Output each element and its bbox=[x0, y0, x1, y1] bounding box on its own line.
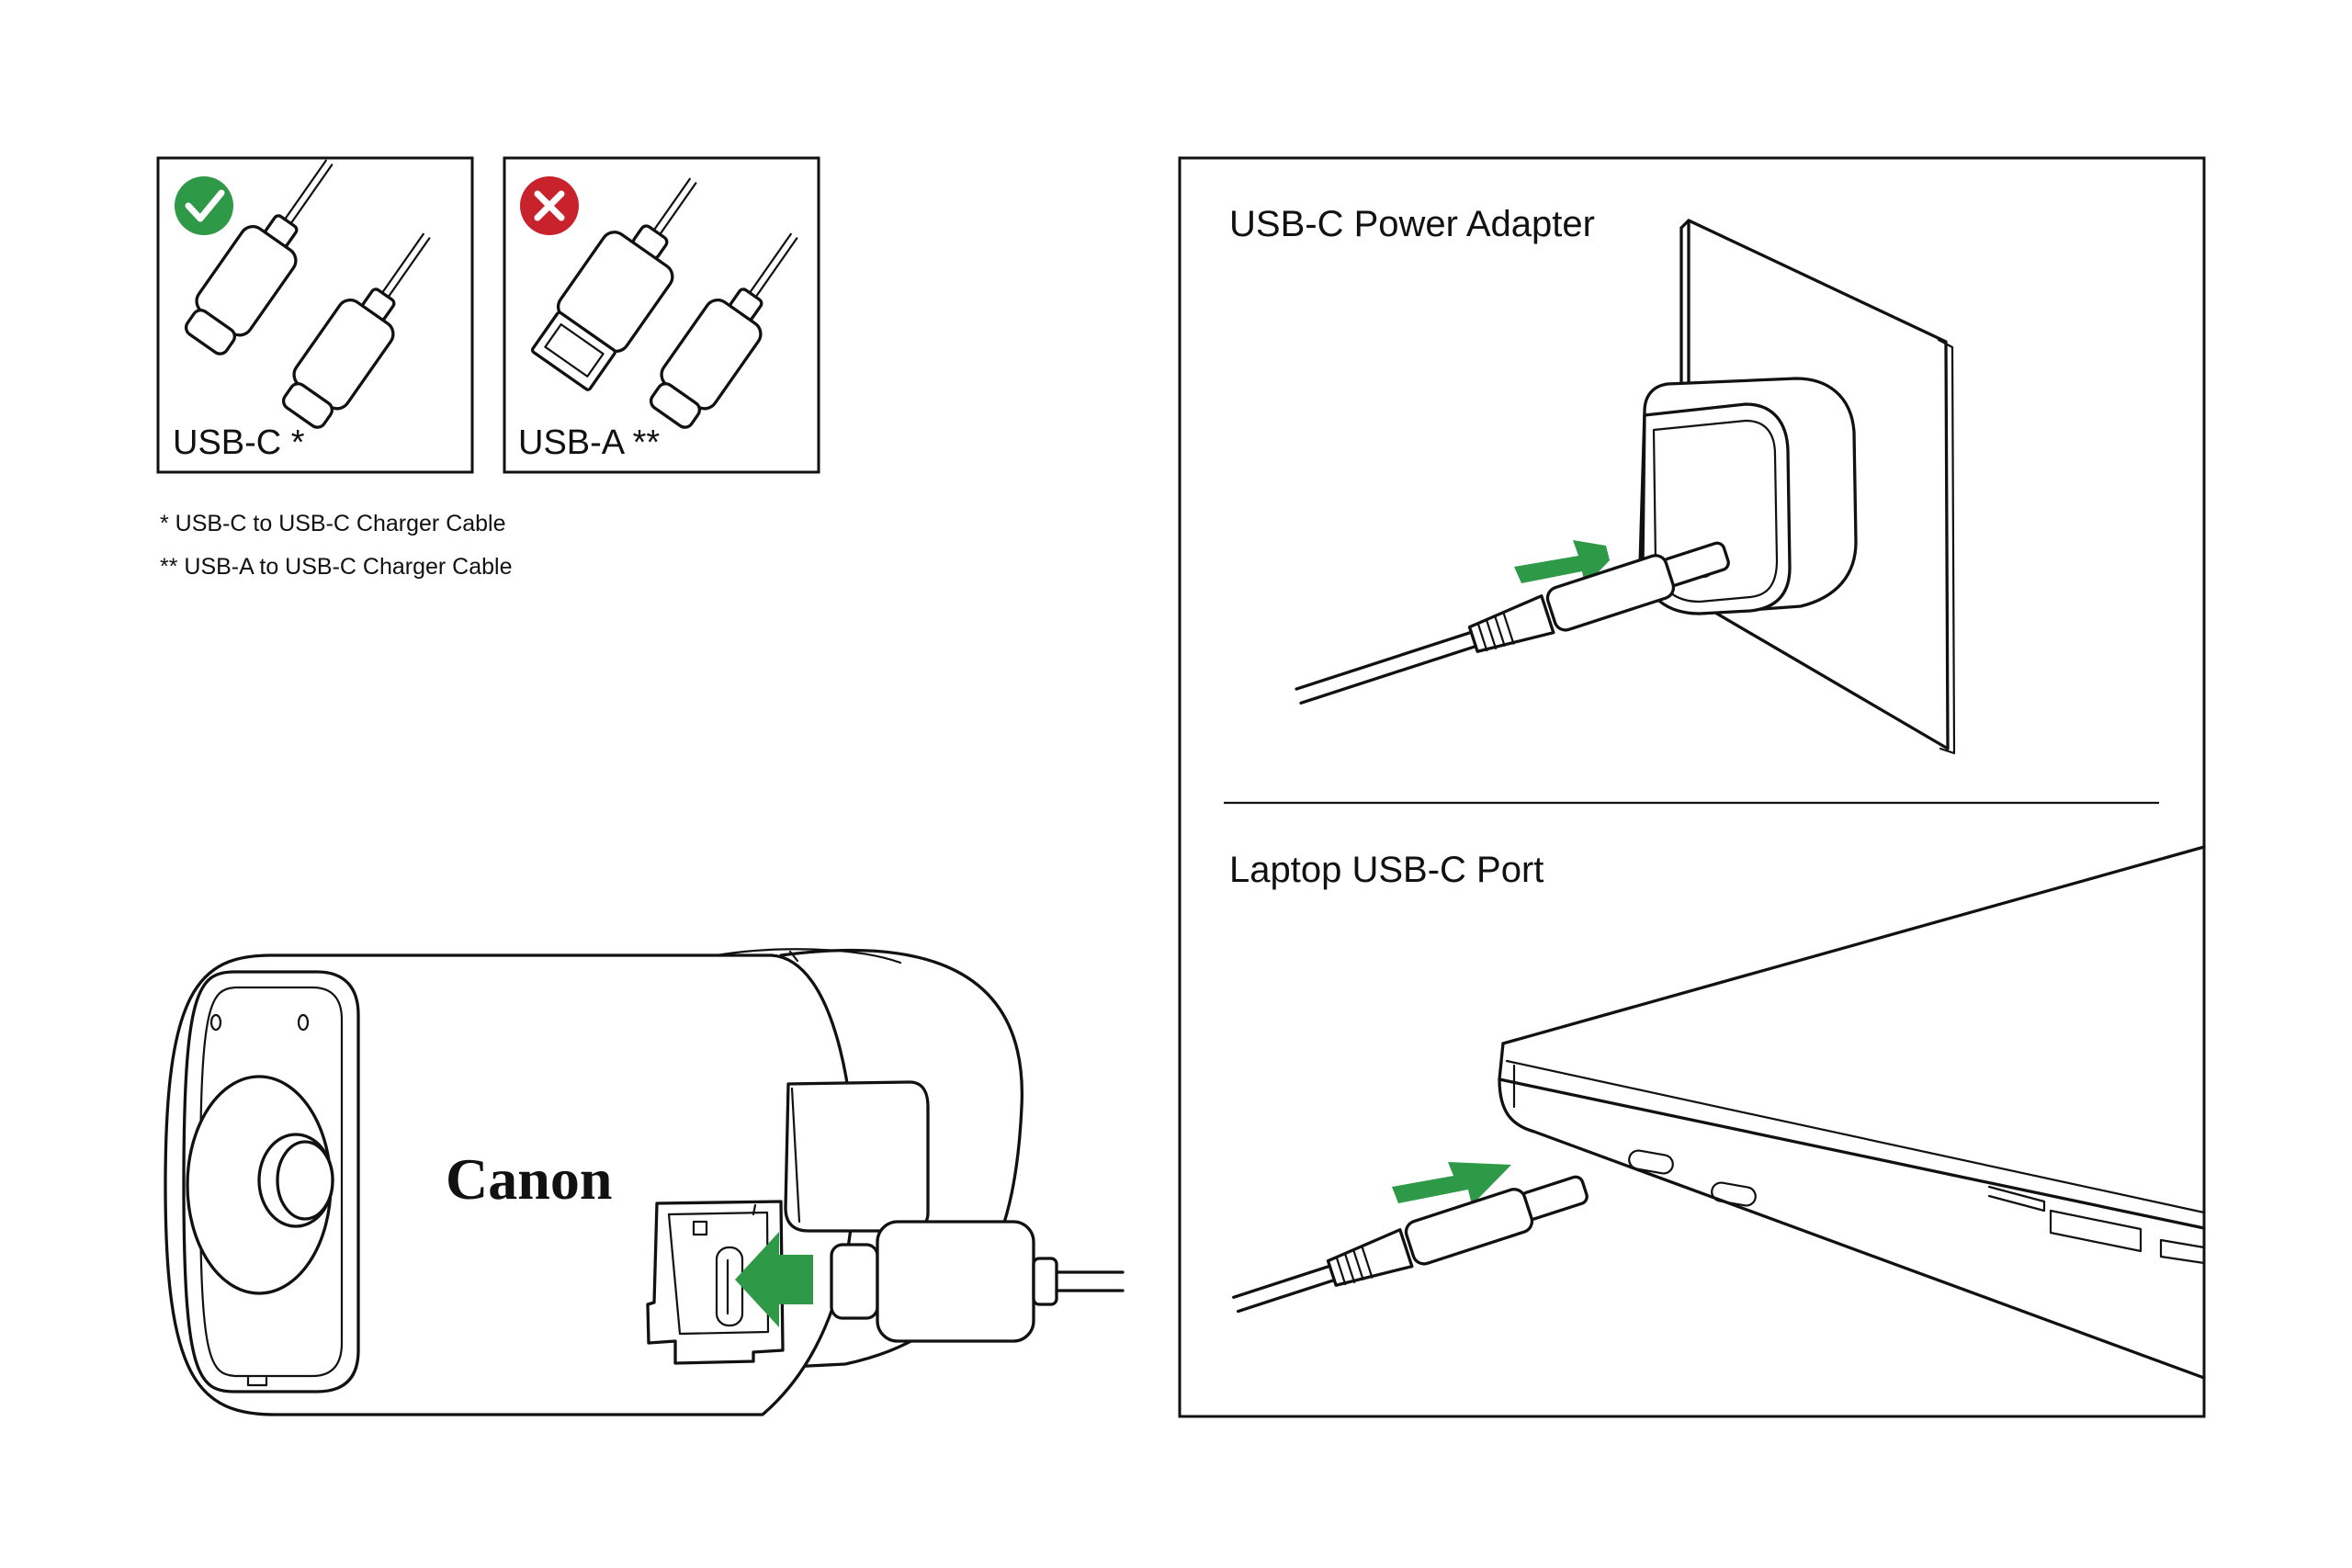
usb-c-label: USB-C * bbox=[173, 423, 305, 462]
panel-title-adapter: USB-C Power Adapter bbox=[1229, 204, 1595, 244]
footnote-usb-c: * USB-C to USB-C Charger Cable bbox=[160, 511, 506, 536]
camera-illustration: Canon bbox=[164, 948, 1125, 1416]
usb-c-cable-illustration bbox=[184, 159, 431, 429]
charging-sources-panel: USB-C Power Adapter Laptop USB-C Por bbox=[1178, 156, 2206, 1418]
cross-icon bbox=[520, 176, 579, 235]
camera-lens bbox=[186, 1075, 334, 1295]
arrow-icon bbox=[735, 1232, 813, 1327]
laptop-usb-c-port bbox=[1628, 1149, 1757, 1207]
usb-a-label: USB-A ** bbox=[518, 423, 660, 462]
footnote-usb-a: ** USB-A to USB-C Charger Cable bbox=[160, 554, 512, 580]
camera-brand-logo: Canon bbox=[446, 1146, 612, 1212]
laptop-illustration bbox=[1232, 845, 2206, 1380]
arrow-icon bbox=[1392, 1162, 1511, 1205]
usb-c-cable-card: USB-C * bbox=[156, 156, 474, 474]
arrow-icon bbox=[1514, 540, 1610, 586]
check-icon bbox=[175, 176, 233, 235]
power-adapter-illustration bbox=[1295, 219, 1956, 755]
usb-a-cable-illustration bbox=[530, 177, 798, 429]
panel-title-laptop: Laptop USB-C Port bbox=[1229, 850, 1544, 890]
usb-a-cable-card: USB-A ** bbox=[503, 156, 820, 474]
